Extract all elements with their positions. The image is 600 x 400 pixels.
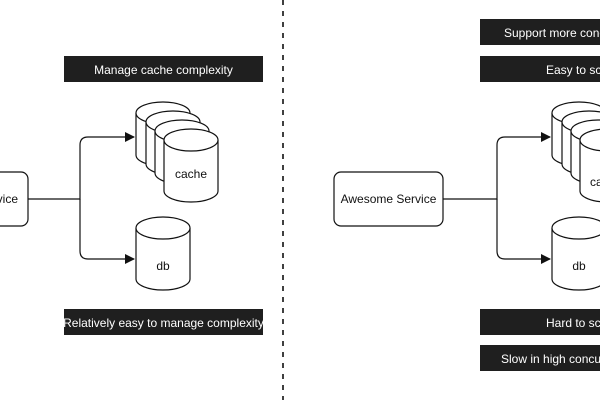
right-cache-cylinder-4-top (579, 128, 600, 152)
left-connector-cache (28, 132, 135, 200)
right-bottom-tag-1-box (480, 309, 600, 335)
right-cache-cluster: ca (551, 101, 600, 203)
left-bottom-tag-box (64, 309, 263, 335)
right-top-tag-2-label: Easy to sca (546, 63, 600, 77)
left-cache-cylinder-4-top (163, 128, 219, 152)
right-cache-cylinder-4 (579, 140, 600, 203)
left-bottom-tag: Relatively easy to manage complexity (63, 309, 264, 335)
left-top-tag-label: Manage cache complexity (94, 63, 233, 77)
right-top-tag-2: Easy to sca (480, 56, 600, 82)
right-db-label: db (572, 259, 586, 273)
left-db-cylinder (135, 228, 191, 291)
left-service-node: vice (0, 171, 29, 227)
left-service-label: vice (0, 192, 18, 206)
left-db-cylinder-top (135, 216, 191, 240)
right-db-cylinder (551, 228, 600, 291)
left-db-node: db (135, 216, 191, 291)
left-cache-cluster: cache (135, 101, 219, 203)
left-connector-db (79, 199, 135, 264)
right-top-tag-1-box (480, 19, 600, 45)
left-top-tag-box (64, 56, 263, 82)
right-bottom-tag-2-box (480, 345, 600, 371)
left-db-label: db (156, 259, 170, 273)
right-service-node: Awesome Service (333, 171, 444, 227)
right-bottom-tag-2: Slow in high concurre (480, 345, 600, 371)
right-panel: Support more concu Easy to sca Awesome S… (333, 19, 600, 371)
right-cache-label: ca (590, 175, 600, 189)
left-bottom-tag-label: Relatively easy to manage complexity (63, 316, 264, 330)
right-connector-cache (443, 132, 551, 200)
right-db-cylinder-top (551, 216, 600, 240)
left-top-tag: Manage cache complexity (64, 56, 263, 82)
right-bottom-tag-2-label: Slow in high concurre (501, 352, 600, 366)
right-db-node: db (551, 216, 600, 291)
right-top-tag-2-box (480, 56, 600, 82)
right-top-tag-1-label: Support more concu (504, 26, 600, 40)
right-bottom-tag-1-label: Hard to sca (546, 316, 600, 330)
left-cache-label: cache (175, 167, 207, 181)
right-service-label: Awesome Service (341, 192, 437, 206)
left-cache-cylinder-4 (163, 140, 219, 203)
right-top-tag-1: Support more concu (480, 19, 600, 45)
right-connector-db (496, 199, 551, 264)
left-panel: Manage cache complexity vice cache db (0, 56, 264, 335)
right-bottom-tag-1: Hard to sca (480, 309, 600, 335)
